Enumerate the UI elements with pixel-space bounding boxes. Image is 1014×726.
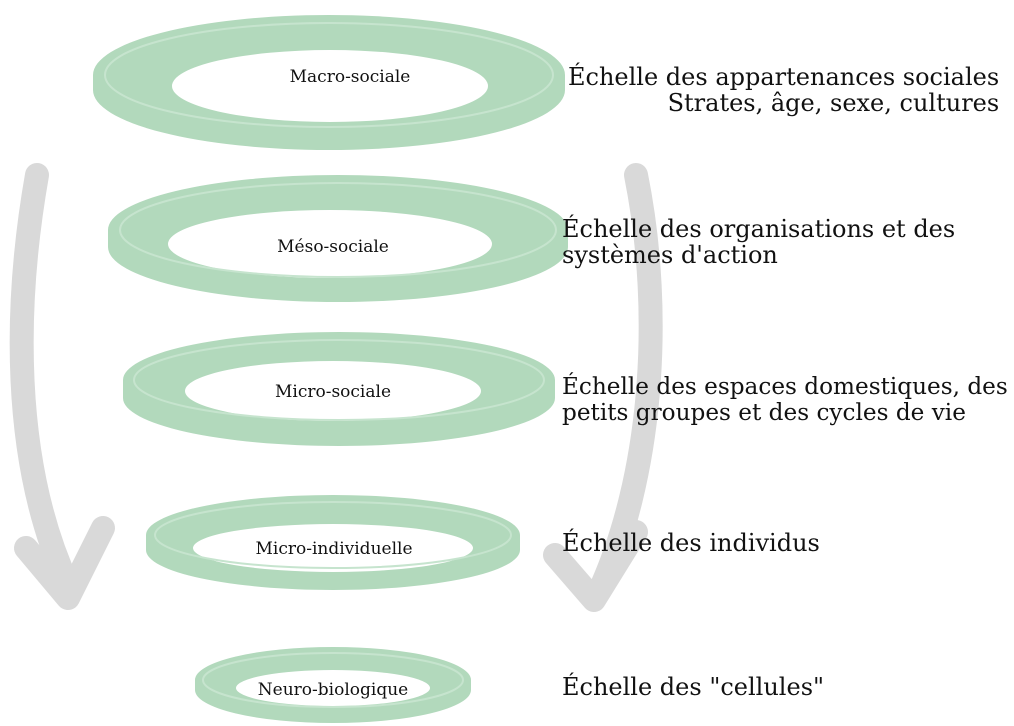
scale-text-meso-sociale: Échelle des organisations et des système… (562, 216, 955, 268)
scale-line: Échelle des individus (562, 529, 820, 557)
ring-neuro-biologique-edge (202, 652, 464, 708)
scale-line: Strates, âge, sexe, cultures (667, 89, 1000, 117)
scale-line: Échelle des organisations et des (562, 215, 956, 243)
ring-meso-sociale-edge (119, 182, 557, 278)
left-down-arrow (9, 163, 115, 610)
ring-micro-individuelle-edge (154, 501, 512, 569)
ring-micro-sociale: Micro-sociale (123, 332, 555, 446)
right-arrow-head (543, 520, 648, 612)
scale-line: Échelle des appartenances sociales (568, 63, 1000, 91)
ring-label-macro-sociale: Macro-sociale (290, 67, 411, 87)
scale-line: Échelle des espaces domestiques, des (562, 373, 1008, 400)
ring-meso-sociale: Méso-sociale (108, 175, 568, 302)
scale-text-macro-sociale: Échelle des appartenances sociales Strat… (568, 64, 999, 116)
scale-text-micro-sociale: Échelle des espaces domestiques, des pet… (562, 374, 1008, 426)
ring-micro-individuelle: Micro-individuelle (146, 495, 520, 590)
ring-label-micro-sociale: Micro-sociale (275, 382, 391, 402)
scale-line: systèmes d'action (562, 241, 778, 269)
ring-micro-sociale-edge (133, 339, 545, 421)
scale-line: Échelle des "cellules" (562, 673, 825, 701)
scale-text-neuro-biologique: Échelle des "cellules" (562, 674, 824, 700)
scale-text-micro-individuelle: Échelle des individus (562, 530, 820, 556)
ring-macro-sociale: Macro-sociale (93, 15, 565, 150)
ring-macro-sociale-edge (104, 22, 554, 128)
ring-label-meso-sociale: Méso-sociale (277, 237, 389, 257)
ring-macro-sociale-band (93, 15, 565, 150)
ring-neuro-biologique: Neuro-biologique (195, 647, 471, 723)
ring-label-micro-individuelle: Micro-individuelle (255, 539, 412, 559)
ring-neuro-biologique-band (195, 647, 471, 723)
left-arrow-head (14, 516, 115, 610)
ring-micro-sociale-band (123, 332, 555, 446)
right-down-arrow (543, 163, 663, 612)
left-arrow-shaft (9, 163, 80, 597)
ring-micro-individuelle-band (146, 495, 520, 590)
ring-label-neuro-biologique: Neuro-biologique (258, 680, 408, 700)
scale-line: petits groupes et des cycles de vie (562, 399, 966, 426)
